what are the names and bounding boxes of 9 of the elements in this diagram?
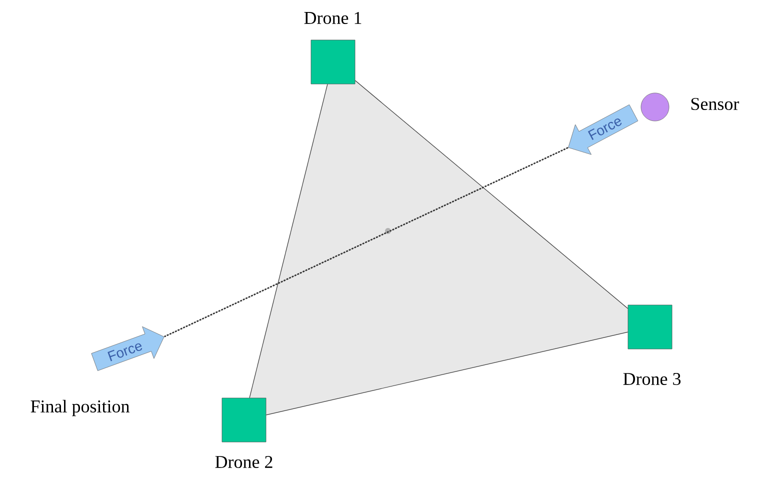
node-label: Sensor: [691, 98, 740, 110]
triangle-side: [249, 84, 328, 398]
node-label: Drone 3: [623, 372, 681, 386]
triangle-side: [354, 80, 628, 309]
triangle-side: [266, 332, 628, 416]
position-label: Final position: [30, 400, 130, 416]
dotted-line: [164, 147, 568, 338]
node-label: Drone 2: [215, 456, 272, 468]
node-label: Drone 1: [304, 12, 362, 24]
